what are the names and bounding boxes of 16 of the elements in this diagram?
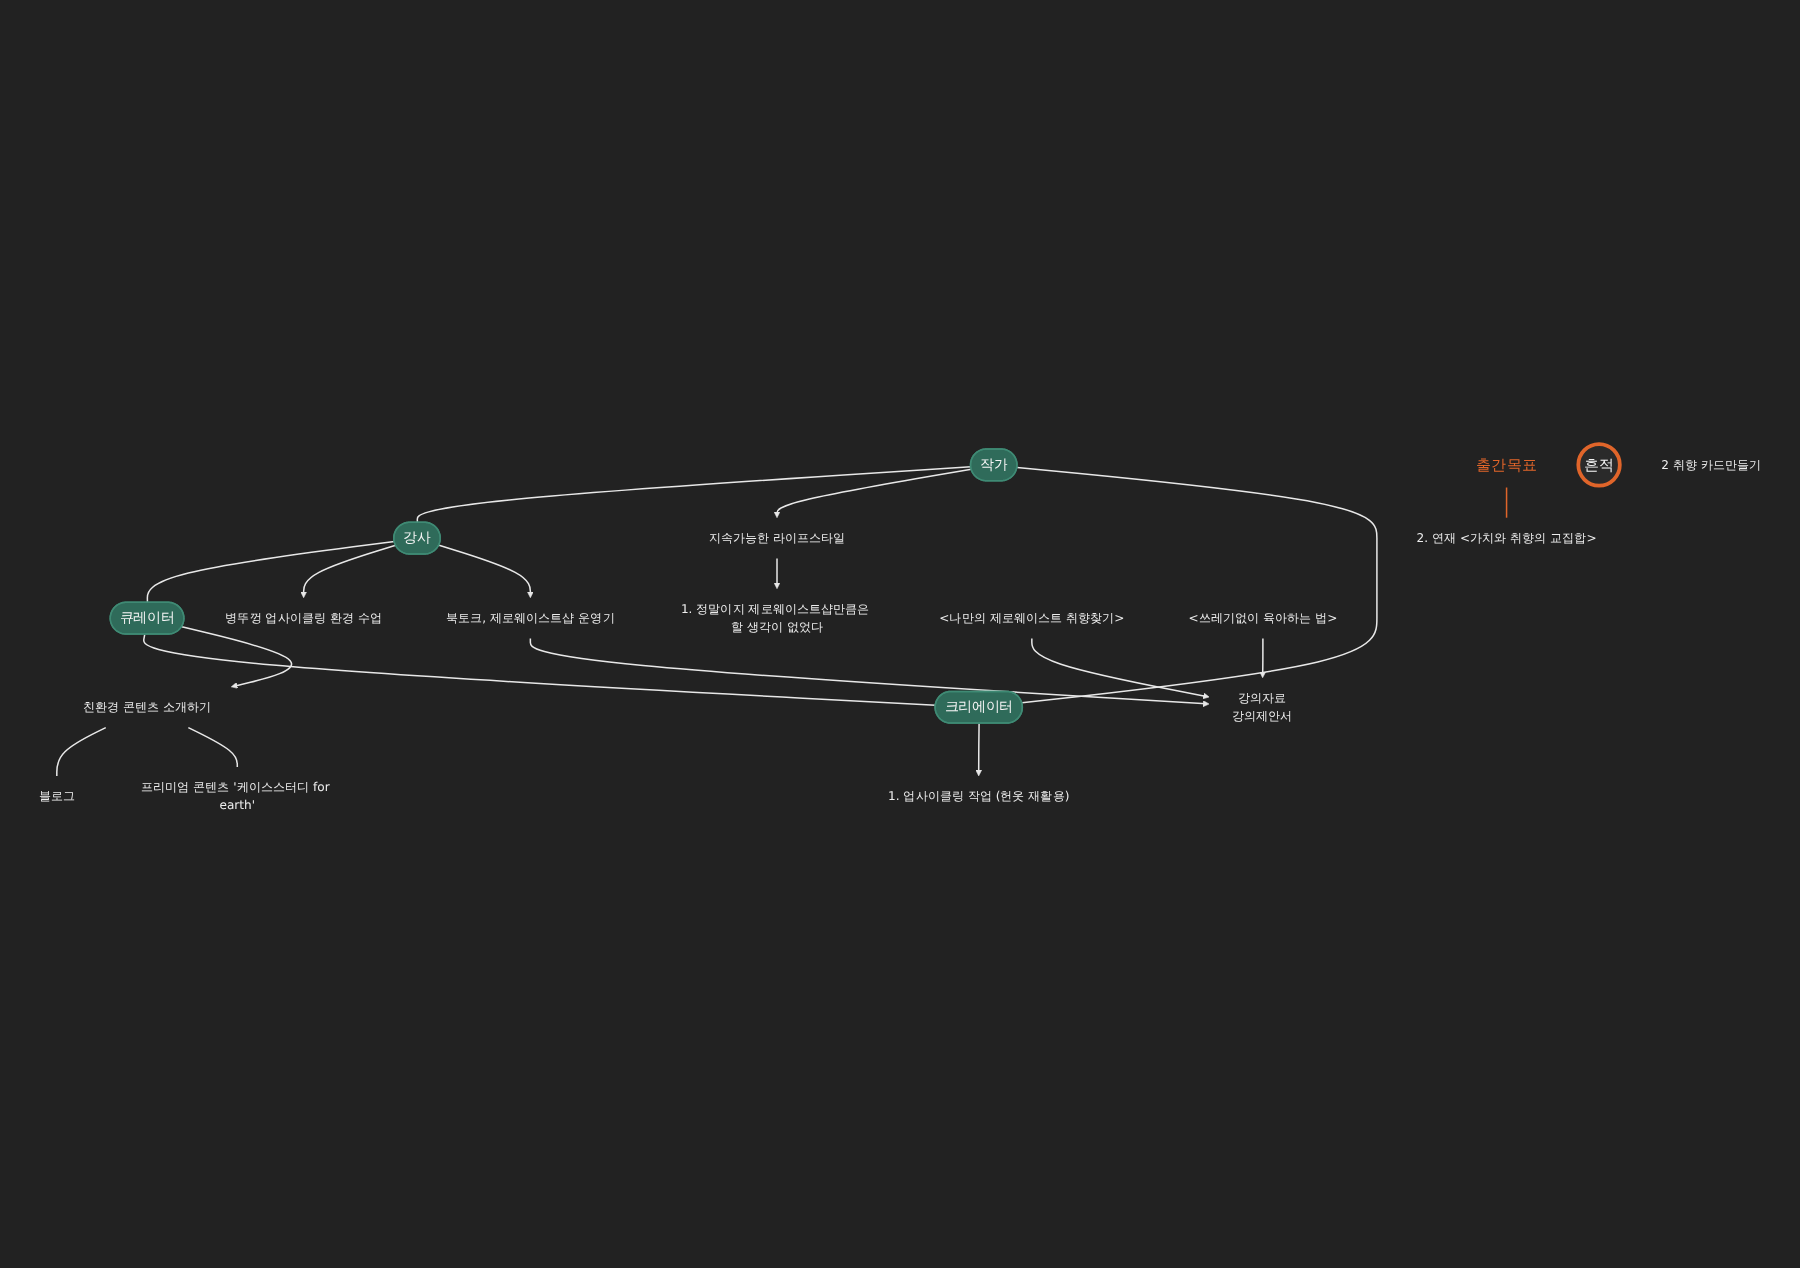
arrow <box>1259 637 1267 679</box>
arrow <box>975 722 983 777</box>
connector <box>146 540 396 604</box>
connector <box>416 466 972 524</box>
arrow <box>1031 637 1210 700</box>
connector <box>1505 486 1508 519</box>
arrow <box>300 544 397 599</box>
connector <box>56 726 107 777</box>
arrow <box>773 468 973 518</box>
arrow <box>438 544 534 599</box>
arrow <box>529 637 1210 707</box>
connector <box>142 633 937 707</box>
connector <box>187 726 239 768</box>
arrow <box>773 557 781 589</box>
arrow <box>181 626 293 689</box>
connector <box>1016 466 1378 704</box>
